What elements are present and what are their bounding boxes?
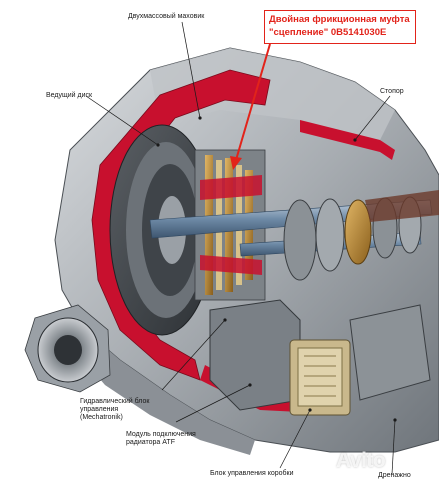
label-drain: Дренажно [378,472,411,479]
callout-line-1: Двойная фрикционная муфта [269,14,410,25]
gear-set [283,190,439,281]
label-gearbox-control: Блок управления коробки [210,470,294,477]
watermark-text: Avito [336,449,386,472]
label-mechatronic-line-3: (Mechatronik) [80,414,123,421]
label-drive-disc: Ведущий диск [46,92,93,99]
callout-line-2: "сцепление" 0B5141030E [269,27,387,38]
label-atf-module: Модуль подключения радиатора ATF [126,431,196,447]
label-mechatronic: Гидравлический блок управления (Mechatro… [80,398,149,422]
label-stopper: Стопор [380,88,404,95]
leader-dots [156,116,397,422]
clutch-callout-box: Двойная фрикционная муфта "сцепление" 0B… [264,10,416,44]
label-atf-module-line-1: Модуль подключения [126,431,196,438]
label-atf-module-line-2: радиатора ATF [126,439,175,446]
avito-logo-icon [312,453,331,470]
output-flange [24,304,111,393]
label-mechatronic-line-2: управления [80,406,119,413]
callout-arrow [230,43,271,170]
leader-lines [85,21,396,475]
mechatronic-unit [209,299,431,416]
label-dual-mass-flywheel: Двухмассовый маховик [128,13,205,20]
label-mechatronic-line-1: Гидравлический блок [80,398,150,405]
